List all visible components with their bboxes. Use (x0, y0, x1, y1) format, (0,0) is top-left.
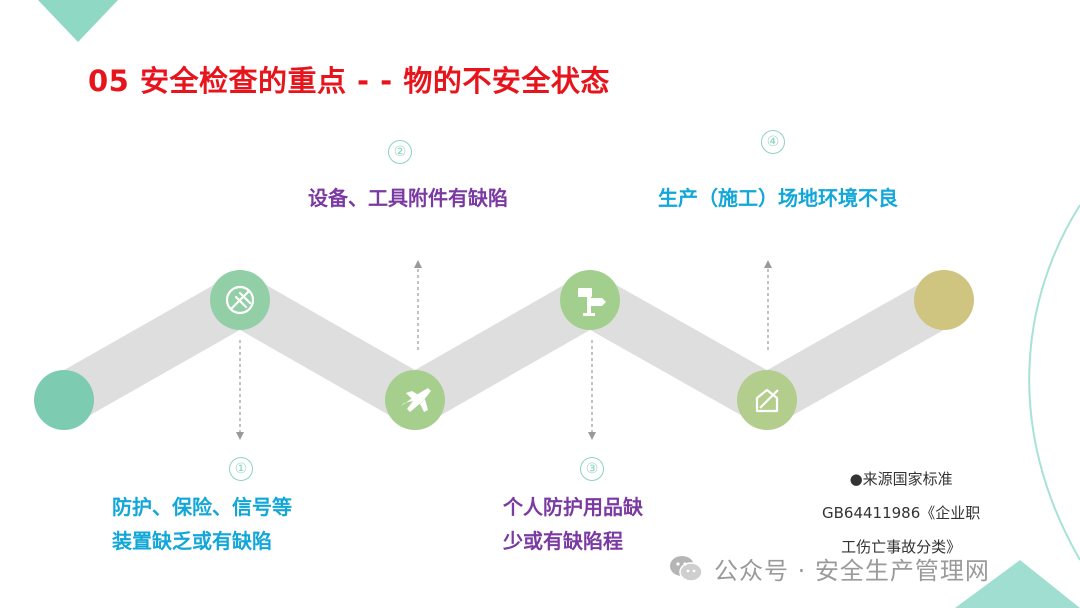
source-text-2: GB64411986《企业职 (822, 504, 981, 522)
item-3-line-1: 个人防护用品缺 (503, 495, 643, 519)
item-1-text: 防护、保险、信号等 装置缺乏或有缺陷 (112, 490, 292, 558)
source-line-1: ●来源国家标准 (822, 462, 980, 496)
arrow-down-1 (236, 340, 244, 440)
item-1-line-1: 防护、保险、信号等 (112, 495, 292, 519)
zigzag-band (38, 274, 970, 426)
item-2-text: 设备、工具附件有缺陷 (308, 181, 508, 215)
source-note: ●来源国家标准 GB64411986《企业职 工伤亡事故分类》 (822, 462, 980, 564)
item-3-number: ③ (580, 457, 604, 481)
signpost-icon (578, 288, 606, 316)
arrow-up-4 (764, 260, 772, 350)
item-2-number: ② (388, 140, 412, 164)
item-1-line-2: 装置缺乏或有缺陷 (112, 529, 272, 553)
item-4-text: 生产（施工）场地环境不良 (658, 181, 898, 215)
item-4-line-1: 生产（施工）场地环境不良 (658, 186, 898, 210)
watermark-text: 公众号 · 安全生产管理网 (714, 557, 990, 585)
item-3-line-2: 少或有缺陷程 (503, 529, 623, 553)
arrow-up-2 (414, 260, 422, 350)
bullet-icon: ● (849, 470, 863, 488)
end-circle (914, 270, 974, 330)
source-text-3: 工伤亡事故分类》 (841, 538, 962, 556)
airplane-icon (401, 388, 431, 412)
slide-title: 05 安全检查的重点 - - 物的不安全状态 (88, 64, 610, 98)
item-4-number: ④ (761, 130, 785, 154)
item-3-text: 个人防护用品缺 少或有缺陷程 (503, 490, 643, 558)
arrow-down-3 (588, 340, 596, 440)
watermark: 公众号 · 安全生产管理网 (668, 551, 990, 586)
start-circle (34, 370, 94, 430)
seedling-icon (225, 285, 255, 315)
item-1-number: ① (229, 457, 253, 481)
wechat-icon (670, 555, 703, 582)
source-text-1: 来源国家标准 (862, 470, 953, 488)
pen-house-icon (755, 388, 779, 413)
item-2-line-1: 设备、工具附件有缺陷 (308, 186, 508, 210)
